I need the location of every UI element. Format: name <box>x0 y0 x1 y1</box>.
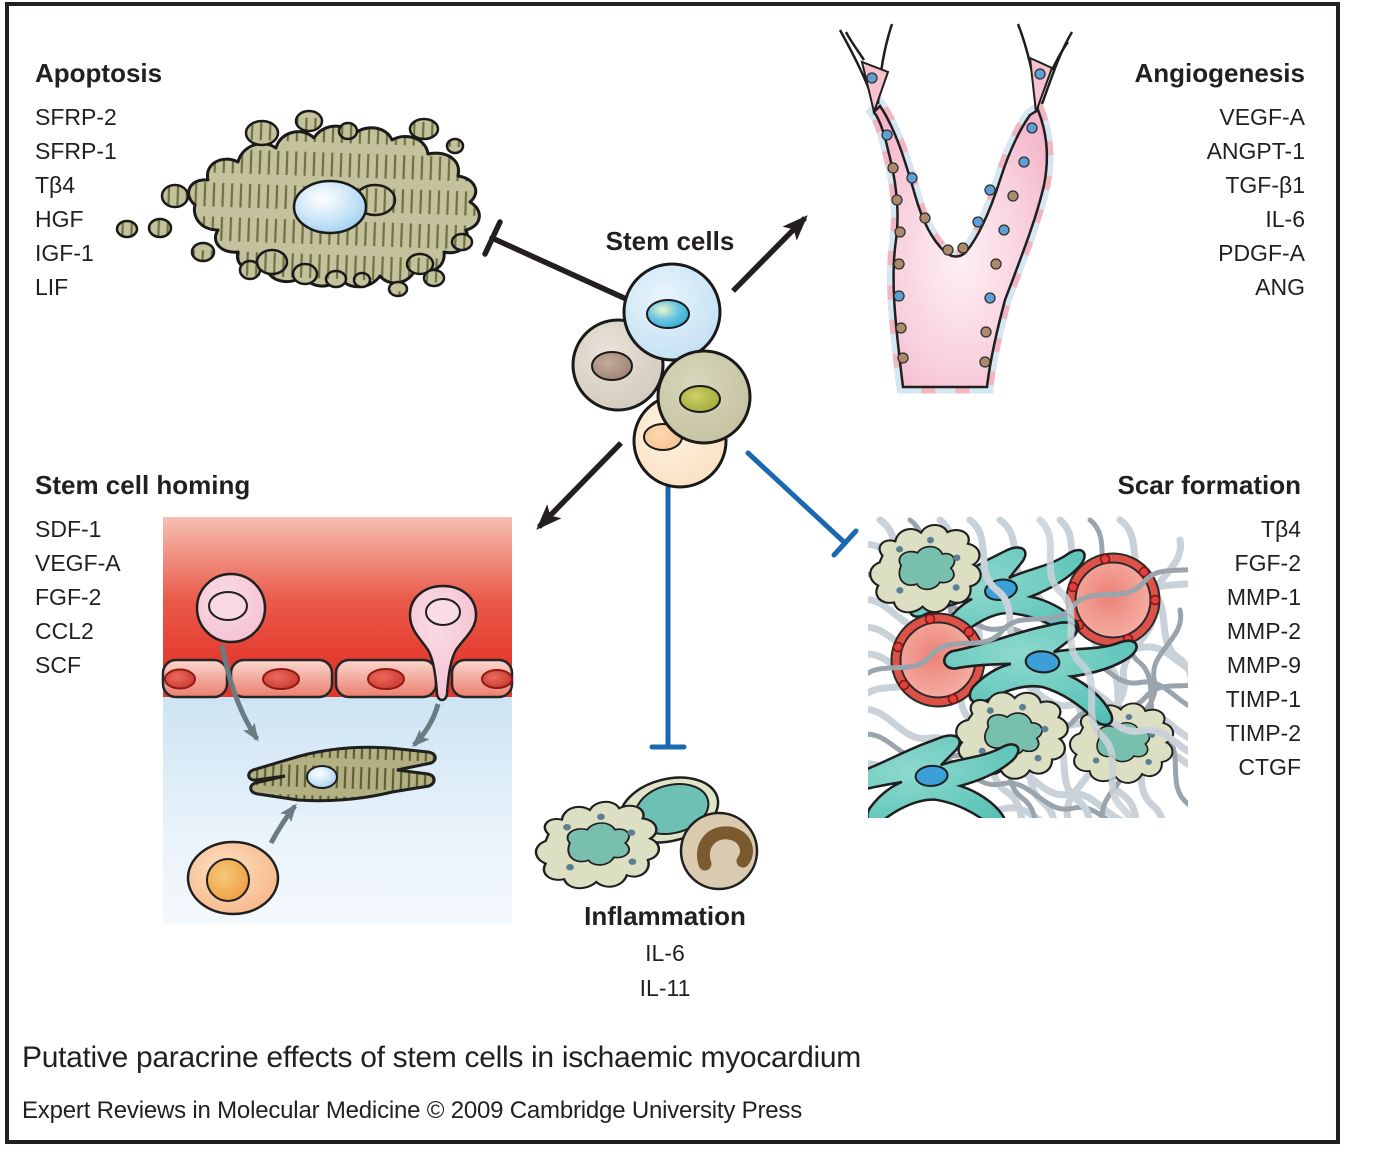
factor-item: ANG <box>1255 274 1305 300</box>
factor-item: MMP-1 <box>1226 584 1301 610</box>
factor-item: Tβ4 <box>1260 516 1301 542</box>
factor-item: IL-6 <box>1265 206 1305 232</box>
apoptotic-cardiomyocyte-illustration <box>115 109 481 298</box>
endothelial-nuclei-dots <box>866 68 1046 368</box>
inflammation-factor-list: IL-6 IL-11 <box>545 936 785 1006</box>
macrophage <box>1068 702 1175 784</box>
arrow-stem-to-angiogenesis <box>731 215 808 293</box>
target-cardiomyocyte <box>247 745 437 803</box>
factor-item: SFRP-1 <box>35 138 117 164</box>
stem-cell-homing-illustration <box>161 517 514 924</box>
factor-item: CCL2 <box>35 618 94 644</box>
factor-item: MMP-9 <box>1226 652 1301 678</box>
factor-item: TIMP-2 <box>1225 720 1301 746</box>
inhibit-bar-stem-to-inflammation <box>649 484 687 750</box>
blood-vessel-illustration <box>838 23 1074 387</box>
factor-item: SDF-1 <box>35 516 102 542</box>
figure-attribution: Expert Reviews in Molecular Medicine © 2… <box>22 1097 802 1124</box>
stem-cells-label: Stem cells <box>605 226 735 256</box>
resident-stem-cell <box>186 840 280 916</box>
arrow-stem-to-homing <box>536 441 623 530</box>
factor-item: IL-6 <box>645 940 685 966</box>
endothelium-row <box>161 658 514 699</box>
factor-item: SFRP-2 <box>35 104 117 130</box>
factor-item: FGF-2 <box>35 584 102 610</box>
factor-item: ANGPT-1 <box>1206 138 1305 164</box>
apoptotic-cell-nucleus <box>292 179 368 235</box>
monocyte <box>679 811 759 891</box>
factor-item: TGF-β1 <box>1225 172 1305 198</box>
scar-factor-list: Tβ4 FGF-2 MMP-1 MMP-2 MMP-9 TIMP-1 TIMP-… <box>1226 512 1301 784</box>
inflammation-title: Inflammation <box>584 901 746 931</box>
angiogenesis-factor-list: VEGF-A ANGPT-1 TGF-β1 IL-6 PDGF-A ANG <box>1207 100 1305 304</box>
factor-item: IGF-1 <box>35 240 94 266</box>
factor-item: TIMP-1 <box>1225 686 1301 712</box>
factor-item: FGF-2 <box>1234 550 1301 576</box>
inflammation-cells-illustration <box>527 776 759 896</box>
homing-factor-list: SDF-1 VEGF-A FGF-2 CCL2 SCF <box>35 512 121 682</box>
factor-item: IL-11 <box>639 975 691 1001</box>
factor-item: HGF <box>35 206 84 232</box>
factor-item: SCF <box>35 652 81 678</box>
apoptosis-title: Apoptosis <box>35 58 163 88</box>
figure-frame <box>5 2 1340 1144</box>
stem-cells-cluster <box>571 262 752 489</box>
homing-title: Stem cell homing <box>35 470 251 500</box>
homing-arrows <box>219 644 441 845</box>
factor-item: Tβ4 <box>35 172 76 198</box>
angiogenesis-title: Angiogenesis <box>1134 58 1305 88</box>
factor-item: MMP-2 <box>1226 618 1301 644</box>
scar-title: Scar formation <box>1117 470 1302 500</box>
transmigrating-stem-cell <box>408 584 478 702</box>
apoptosis-factor-list: SFRP-2 SFRP-1 Tβ4 HGF IGF-1 LIF <box>35 100 117 304</box>
factor-item: VEGF-A <box>35 550 121 576</box>
figure-caption: Putative paracrine effects of stem cells… <box>22 1041 861 1074</box>
circulating-stem-cell <box>195 572 267 644</box>
factor-item: LIF <box>35 274 69 300</box>
factor-item: VEGF-A <box>1219 104 1305 130</box>
factor-item: PDGF-A <box>1218 240 1305 266</box>
inhibit-bar-stem-to-scar <box>745 450 859 558</box>
factor-item: CTGF <box>1238 754 1301 780</box>
